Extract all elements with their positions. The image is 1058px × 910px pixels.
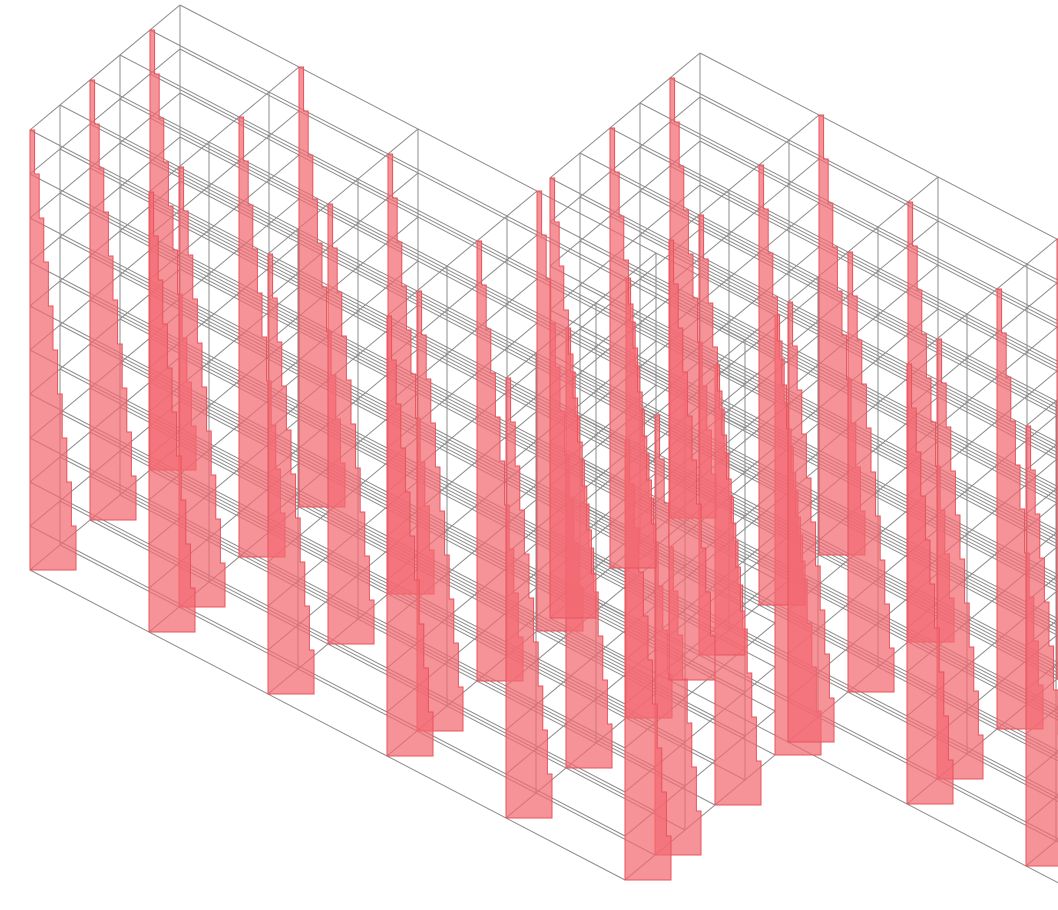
beam-transverse [1025,398,1058,427]
beam-transverse [1025,486,1058,515]
beam-transverse [1025,618,1058,647]
storey-diagram-b1-i0-j0 [29,129,77,571]
storey-diagram-b2-i2-j0 [787,301,835,743]
beam-longitudinal [669,77,1058,281]
storey-diagram-b2-i3-j0 [906,363,954,805]
storey-diagram-b2-i0-j2 [609,127,657,569]
storey-diagram-b1-i1-j1 [178,166,226,608]
beam-transverse [148,66,300,193]
beam-transverse [386,234,538,361]
storey-diagram-b1-i2-j0 [267,253,315,695]
storey-diagram-b2-i1-j1 [698,214,746,656]
beam-transverse [386,190,538,317]
beam-transverse [29,4,181,131]
beam-longitudinal [29,569,626,881]
storey-diagram-b1-i4-j0 [505,377,553,819]
storey-diagram-b1-i0-j2 [89,79,137,521]
beam-longitudinal [149,29,746,341]
beam-longitudinal [669,121,1058,325]
beam-transverse [906,238,1058,365]
storey-diagram-b2-i4-j0 [1025,425,1058,867]
beam-longitudinal [149,73,746,385]
storey-diagram-b2-i0-j0 [549,177,597,619]
storey-diagram-b2-i3-j1 [936,338,984,780]
beam-longitudinal [699,52,1058,241]
storey-diagram-b2-i2-j2 [847,251,895,693]
storey-diagram-b2-i1-j0 [668,239,716,681]
beam-transverse [1025,530,1058,559]
storey-diagram-b1-i1-j0 [148,191,196,633]
beam-transverse [787,176,939,303]
beam-transverse [668,158,820,285]
storey-diagram-b1-i3-j1 [416,290,464,732]
beam-longitudinal [699,96,1058,285]
column-diagrams [29,29,1058,881]
storey-diagram-b1-i3-j0 [386,315,434,757]
beam-transverse [1025,574,1058,603]
beam-transverse [148,110,300,237]
beam-transverse [549,52,701,179]
storey-diagram-b1-i2-j2 [327,203,375,645]
beam-transverse [906,282,1058,409]
beam-transverse [1025,442,1058,471]
beam-transverse [668,114,820,241]
beam-transverse [505,252,657,379]
beam-transverse [267,128,419,255]
